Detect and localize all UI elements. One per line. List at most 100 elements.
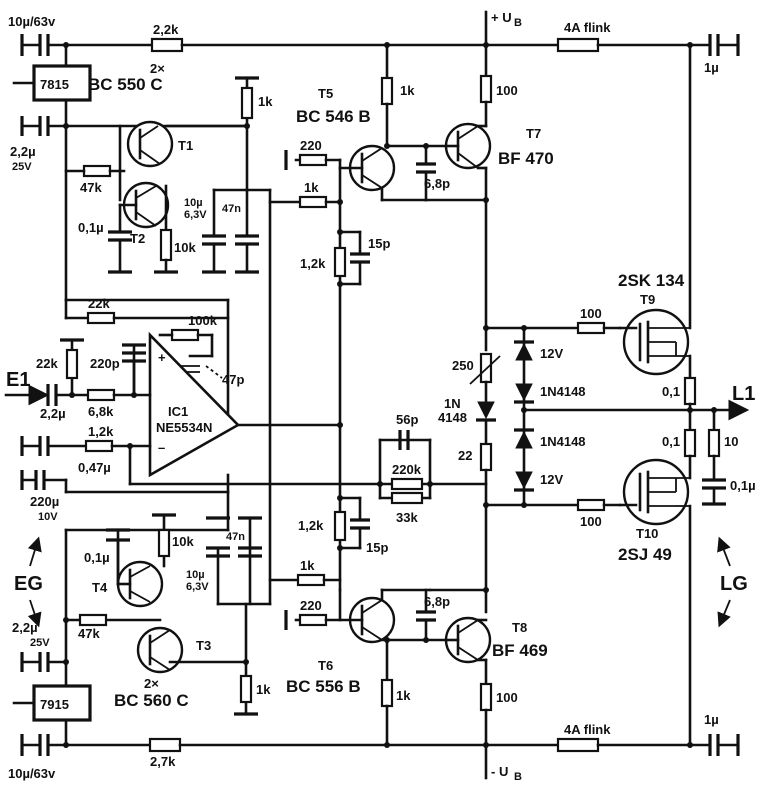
c-10u-bot-label: 10µ xyxy=(186,569,205,581)
t7-type: BF 470 xyxy=(498,149,554,168)
r-22k-in-label: 22k xyxy=(36,356,58,371)
c-01u-t4-label: 0,1µ xyxy=(84,550,110,565)
r-47k-bot-label: 47k xyxy=(78,626,100,641)
r-10k-t4-label: 10k xyxy=(172,534,194,549)
t9-type: 2SK 134 xyxy=(618,271,685,290)
r-12k-t6-label: 1,2k xyxy=(298,518,324,533)
vb-pos-label: + U xyxy=(491,10,512,25)
t4-label: T4 xyxy=(92,580,108,595)
r-bot-label: 2,7k xyxy=(150,754,176,769)
c-15p-bot-label: 15p xyxy=(366,540,388,555)
r-22-label: 22 xyxy=(458,448,472,463)
r-1k-top-label: 1k xyxy=(258,94,273,109)
r-12k-in-label: 1,2k xyxy=(88,424,114,439)
r-220k-label: 220k xyxy=(392,462,422,477)
pair-bottom-qty: 2× xyxy=(144,676,159,691)
c-68p-bot-label: 6,8p xyxy=(424,594,450,609)
pair-top-qty: 2× xyxy=(150,61,165,76)
c-47n-top-label: 47n xyxy=(222,203,241,215)
c-01u-t2-label: 0,1µ xyxy=(78,220,104,235)
cap-in-top-label: 10µ/63v xyxy=(8,14,56,29)
regulator-7815: 7815 xyxy=(12,42,92,126)
c-47p-label: 47p xyxy=(222,372,244,387)
cap-in-bot-label: 10µ/63v xyxy=(8,766,56,781)
cap-22u-bot-voltage: 25V xyxy=(30,637,50,649)
t7-label: T7 xyxy=(526,126,541,141)
r-top-label: 2,2k xyxy=(153,22,179,37)
r-12k-t5-label: 1,2k xyxy=(300,256,326,271)
diode-1n4148-b: 4148 xyxy=(438,410,467,425)
r-1k-bot-label: 1k xyxy=(256,682,271,697)
supply-negative-terminal: - U B xyxy=(484,743,522,783)
r-220-t5-label: 220 xyxy=(300,138,322,153)
r-100-t10-label: 100 xyxy=(580,514,602,529)
t2-label: T2 xyxy=(130,231,145,246)
r-1k-t6c-label: 1k xyxy=(300,558,315,573)
r-100-t9-label: 100 xyxy=(580,306,602,321)
mosfet-t9: 2SK 134 T9 xyxy=(618,271,690,376)
cap-22u-top-voltage: 25V xyxy=(12,161,32,173)
diode-1n4148-a: 1N xyxy=(444,396,461,411)
r-1k-t5c-label: 1k xyxy=(304,180,319,195)
link-top-label: 4A flink xyxy=(564,20,611,35)
c-22u-in-label: 2,2µ xyxy=(40,406,66,421)
r-10-label: 10 xyxy=(724,434,738,449)
t10-label: T10 xyxy=(636,526,658,541)
input-e1-label: E1 xyxy=(6,369,30,391)
c-10u-top-voltage: 6,3V xyxy=(184,209,207,221)
diode-1n4148-top: 1N4148 xyxy=(540,384,586,399)
t8-label: T8 xyxy=(512,620,527,635)
r-68k-label: 6,8k xyxy=(88,404,114,419)
ic-type: NE5534N xyxy=(156,420,212,435)
r-10k-t2-label: 10k xyxy=(174,240,196,255)
c-68p-top-label: 6,8p xyxy=(424,176,450,191)
c-220u-voltage: 10V xyxy=(38,511,58,523)
pot-250-label: 250 xyxy=(452,358,474,373)
r-33k-label: 33k xyxy=(396,510,418,525)
regulator-bottom-label: 7915 xyxy=(40,697,69,712)
vb-pos-sub: B xyxy=(514,17,522,29)
zener-12v-top: 12V xyxy=(540,346,563,361)
bottom-power-rail xyxy=(20,734,740,756)
r-1k-t5-label: 1k xyxy=(400,83,415,98)
regulator-7915: 7915 xyxy=(12,684,92,747)
transistor-t5 xyxy=(348,144,396,192)
t1-label: T1 xyxy=(178,138,193,153)
top-power-rail xyxy=(20,34,740,56)
c-047u-label: 0,47µ xyxy=(78,460,111,475)
r-100-t8-label: 100 xyxy=(496,690,518,705)
t10-type: 2SJ 49 xyxy=(618,545,672,564)
t3-label: T3 xyxy=(196,638,211,653)
mosfet-t10: T10 2SJ 49 xyxy=(618,458,690,564)
t6-label: T6 xyxy=(318,658,333,673)
vb-neg-label: - U xyxy=(491,764,508,779)
output-l1-label: L1 xyxy=(732,383,755,405)
transistor-t3: T3 xyxy=(136,626,211,674)
t5-label: T5 xyxy=(318,86,333,101)
cap-22u-bot-label: 2,2µ xyxy=(12,620,38,635)
cap-1u-bot-label: 1µ xyxy=(704,712,719,727)
diode-1n4148-bot: 1N4148 xyxy=(540,434,586,449)
opamp-ic1: + – IC1 NE5534N xyxy=(148,331,241,478)
r-01-bot-label: 0,1 xyxy=(662,434,680,449)
r-100-t7-label: 100 xyxy=(496,83,518,98)
c-01u-out-label: 0,1µ xyxy=(730,478,756,493)
t6-type: BC 556 B xyxy=(286,677,361,696)
cap-1u-top-label: 1µ xyxy=(704,60,719,75)
c-220u-label: 220µ xyxy=(30,494,59,509)
t9-label: T9 xyxy=(640,292,655,307)
transistor-t7: T7 BF 470 xyxy=(444,122,554,170)
zener-12v-bot: 12V xyxy=(540,472,563,487)
cap-22u-top-label: 2,2µ xyxy=(10,144,36,159)
ic-minus: – xyxy=(158,440,165,455)
t5-type: BC 546 B xyxy=(296,107,371,126)
supply-positive-terminal: + U B xyxy=(484,10,522,47)
pair-top-type: BC 550 C xyxy=(88,75,163,94)
pot-100k-label: 100k xyxy=(188,313,218,328)
r-01-top-label: 0,1 xyxy=(662,384,680,399)
t8-type: BF 469 xyxy=(492,641,548,660)
link-bot-label: 4A flink xyxy=(564,722,611,737)
vb-neg-sub: B xyxy=(514,771,522,783)
r-22k-fb-label: 22k xyxy=(88,296,110,311)
